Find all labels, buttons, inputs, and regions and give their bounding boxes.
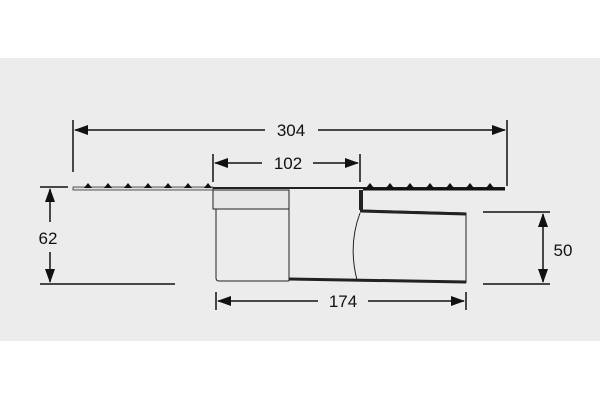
dimension-label-174: 174 bbox=[329, 292, 357, 311]
dimension-label-304: 304 bbox=[277, 121, 305, 140]
dimension-304 bbox=[72, 120, 508, 186]
grating-teeth bbox=[84, 183, 494, 188]
dimension-62 bbox=[40, 186, 175, 285]
drain-body bbox=[212, 189, 467, 284]
grating-plate bbox=[72, 183, 505, 191]
dimension-label-50: 50 bbox=[554, 241, 573, 260]
dimension-102 bbox=[212, 154, 361, 182]
dimension-50 bbox=[483, 211, 550, 285]
diagram-background bbox=[0, 58, 600, 341]
dimension-label-62: 62 bbox=[39, 229, 58, 248]
dimension-174 bbox=[215, 292, 467, 310]
dimension-label-102: 102 bbox=[274, 154, 302, 173]
